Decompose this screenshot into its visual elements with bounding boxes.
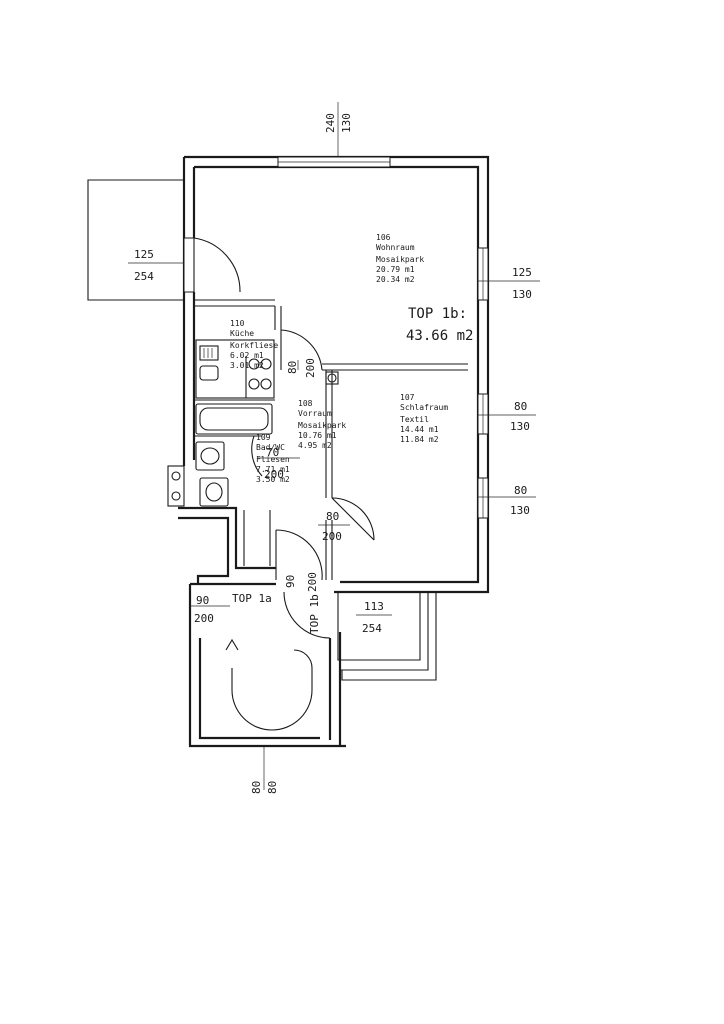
room-number: 106 bbox=[376, 233, 391, 242]
room-number: 110 bbox=[230, 319, 245, 328]
room-area: 11.84 m2 bbox=[400, 435, 439, 444]
balcony-door-swing bbox=[193, 237, 241, 293]
dim-left-balcony-upper: 125 bbox=[134, 248, 154, 261]
kitchen-door-swing bbox=[280, 329, 323, 371]
room-perimeter: 14.44 m1 bbox=[400, 425, 439, 434]
room-name: Bad/WC bbox=[256, 443, 285, 452]
unit-top1a-label: TOP 1a bbox=[232, 592, 272, 605]
room-perimeter: 20.79 m1 bbox=[376, 265, 415, 274]
dim-right-window-2-upper: 80 bbox=[514, 400, 527, 413]
balconies bbox=[87, 179, 437, 681]
dim-bottom-balcony-lower: 254 bbox=[362, 622, 382, 635]
dim-door-bath-upper: 70 bbox=[266, 446, 279, 459]
dim-right-window-1-upper: 125 bbox=[512, 266, 532, 279]
room-schlafraum: 107 Schlafraum Textil 14.44 m1 11.84 m2 bbox=[400, 393, 448, 444]
bedroom-door-swing bbox=[331, 497, 375, 541]
room-vorraum: 108 Vorraum Mosaikpark 10.76 m1 4.95 m2 bbox=[298, 399, 346, 450]
left-balcony bbox=[87, 179, 184, 301]
column-box bbox=[325, 371, 339, 385]
room-kueche: 110 Küche Korkfliese 6.02 m1 3.01 m2 bbox=[230, 319, 278, 370]
windows bbox=[183, 156, 489, 519]
room-name: Vorraum bbox=[298, 409, 332, 418]
room-floor: Korkfliese bbox=[230, 341, 278, 350]
dim-top-window-upper: 240 bbox=[324, 113, 337, 133]
dim-right-window-3-upper: 80 bbox=[514, 484, 527, 497]
room-perimeter: 6.02 m1 bbox=[230, 351, 264, 360]
toilet-icon bbox=[199, 477, 229, 507]
room-perimeter: 7.71 m1 bbox=[256, 465, 290, 474]
dim-left-balcony-lower: 254 bbox=[134, 270, 154, 283]
room-area: 20.34 m2 bbox=[376, 275, 415, 284]
room-wohnraum: 106 Wohnraum Mosaikpark 20.79 m1 20.34 m… bbox=[376, 233, 424, 284]
dim-door-top1a-upper: 90 bbox=[196, 594, 209, 607]
room-number: 107 bbox=[400, 393, 415, 402]
kitchen-fixtures bbox=[195, 339, 275, 399]
entrance-door-swing bbox=[275, 529, 323, 581]
dim-right-window-3-lower: 130 bbox=[510, 504, 530, 517]
room-floor: Textil bbox=[400, 415, 429, 424]
room-floor: Fliesen bbox=[256, 455, 290, 464]
bathroom-fixtures bbox=[167, 371, 339, 507]
unit-top1b-label: TOP 1b: bbox=[408, 306, 467, 322]
unit-labels: TOP 1b: 43.66 m2 TOP 1a TOP 1b bbox=[232, 306, 473, 634]
dimension-lines bbox=[128, 102, 540, 790]
room-perimeter: 10.76 m1 bbox=[298, 431, 337, 440]
shaft-box bbox=[167, 465, 185, 507]
room-bad: 109 Bad/WC Fliesen 7.71 m1 3.50 m2 bbox=[256, 433, 290, 484]
room-number: 109 bbox=[256, 433, 271, 442]
stove-burner-icon bbox=[248, 358, 260, 370]
room-floor: Mosaikpark bbox=[376, 255, 424, 264]
dim-bottom-window-lower: 80 bbox=[266, 781, 279, 794]
dim-top-window-lower: 130 bbox=[340, 113, 353, 133]
room-area: 3.50 m2 bbox=[256, 475, 290, 484]
dim-right-window-2-lower: 130 bbox=[510, 420, 530, 433]
left-door-opening bbox=[183, 237, 195, 293]
room-name: Wohnraum bbox=[376, 243, 415, 252]
kitchen-sink-icon bbox=[199, 365, 219, 381]
dim-door-bath-lower: 200 bbox=[264, 468, 284, 481]
bathtub-icon bbox=[195, 403, 273, 435]
washbasin-icon bbox=[195, 441, 225, 471]
room-floor: Mosaikpark bbox=[298, 421, 346, 430]
dim-door-kitchen-upper: 80 bbox=[286, 361, 299, 374]
room-name: Schlafraum bbox=[400, 403, 448, 412]
unit-top1b-area: 43.66 m2 bbox=[406, 328, 473, 344]
dim-bottom-balcony-upper: 113 bbox=[364, 600, 384, 613]
dim-right-window-1-lower: 130 bbox=[512, 288, 532, 301]
dim-door-entrance-lower: 200 bbox=[306, 572, 319, 592]
interior-walls bbox=[194, 299, 468, 580]
turning-circle bbox=[225, 638, 313, 731]
dim-door-bedroom-upper: 80 bbox=[326, 510, 339, 523]
dim-bottom-window-upper: 80 bbox=[250, 781, 263, 794]
doors bbox=[193, 237, 375, 639]
dim-door-entrance-upper: 90 bbox=[284, 575, 297, 588]
dim-door-kitchen-lower: 200 bbox=[304, 358, 317, 378]
unit-top1b-short-label: TOP 1b bbox=[308, 594, 321, 634]
dim-door-bedroom-lower: 200 bbox=[322, 530, 342, 543]
bath-door-swing bbox=[251, 435, 263, 477]
wheelchair-turn-icon bbox=[231, 649, 313, 731]
room-name: Küche bbox=[230, 329, 254, 338]
room-number: 108 bbox=[298, 399, 313, 408]
dim-door-top1a-lower: 200 bbox=[194, 612, 214, 625]
top1a-door-swing bbox=[283, 591, 331, 639]
room-area: 3.01 m2 bbox=[230, 361, 264, 370]
dimension-labels: 240 130 125 254 125 130 80 130 80 130 80… bbox=[134, 113, 532, 794]
room-area: 4.95 m2 bbox=[298, 441, 332, 450]
